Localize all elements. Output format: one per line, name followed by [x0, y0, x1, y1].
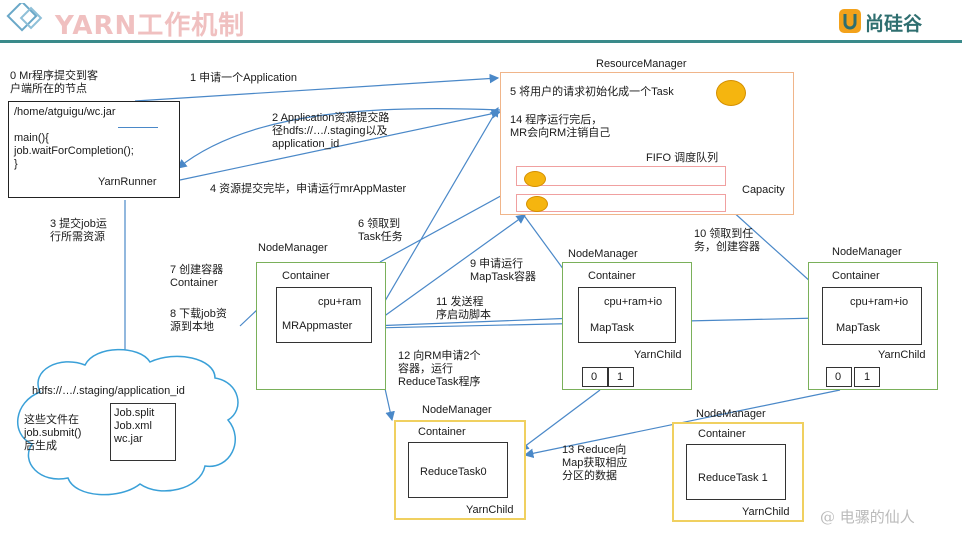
queue-row-2	[516, 194, 726, 212]
rm-task-text: 5 将用户的请求初始化成一个Task	[510, 86, 674, 98]
step-11: 11 发送程 序启动脚本	[436, 296, 491, 321]
brand-name: 尚硅谷	[865, 14, 923, 35]
nm3-partition-0-label: 0	[835, 371, 842, 383]
arrow-11a	[371, 313, 578, 327]
nm1-label: NodeManager	[258, 242, 328, 254]
step-13: 13 Reduce向 Map获取相应 分区的数据	[562, 444, 628, 482]
logo-icon	[6, 0, 50, 37]
jar-pointer	[118, 127, 158, 128]
hdfs-files-box	[110, 403, 176, 461]
step-6: 6 领取到 Task任务	[358, 218, 403, 243]
nm4-label: NodeManager	[422, 404, 492, 416]
arrow-13a	[519, 389, 601, 451]
queue-task-icon-1	[524, 171, 546, 187]
step-8: 8 下载job资 源到本地	[170, 308, 227, 333]
nm3-container	[822, 287, 922, 345]
reduce-task-0: ReduceTask0	[420, 466, 487, 478]
nm5-container	[686, 444, 786, 500]
arrow-14	[374, 106, 499, 319]
step-4: 4 资源提交完毕，申请运行mrAppMaster	[210, 183, 407, 195]
nm2-yarn-child: YarnChild	[634, 349, 682, 361]
client-node	[8, 101, 180, 198]
nm3-partition-1	[854, 367, 880, 387]
step-14: 14 程序运行完后， MR会向RM注销自己	[510, 114, 611, 139]
reduce-task-1: ReduceTask 1	[698, 472, 768, 484]
arrow-2	[177, 107, 501, 169]
arrow-10b	[719, 199, 823, 293]
nm2-container-label: Container	[588, 270, 636, 282]
nm2-partition-1-label: 1	[617, 371, 624, 383]
nm1-cpu-ram: cpu+ram	[318, 296, 362, 308]
nm2-label: NodeManager	[568, 248, 638, 260]
header-divider	[0, 40, 962, 43]
nm2-partition-0	[582, 367, 608, 387]
nm1-container-label: Container	[282, 270, 330, 282]
rm-label: ResourceManager	[596, 58, 687, 70]
task-token-icon	[716, 80, 746, 106]
nm2-partition-1	[608, 367, 634, 387]
nm4-container-label: Container	[418, 426, 466, 438]
hdfs-path: hdfs://…/.staging/application_id	[32, 385, 185, 397]
step-1: 1 申请一个Application	[190, 72, 297, 84]
nm3-map-task: MapTask	[836, 322, 881, 334]
nm1-container	[276, 287, 372, 343]
nm2-container	[578, 287, 676, 343]
hdfs-note: 这些文件在 job.submit() 后生成	[24, 414, 82, 452]
mr-app-master: MRAppmaster	[282, 320, 353, 332]
nm4-yarn-child: YarnChild	[466, 504, 514, 516]
capacity-label: Capacity	[742, 184, 785, 196]
watermark: @ 电骡的仙人	[820, 508, 915, 526]
step-9: 9 申请运行 MapTask容器	[470, 258, 537, 283]
client-code: /home/atguigu/wc.jar main(){ job.waitFor…	[14, 106, 134, 170]
yarn-runner-label: YarnRunner	[98, 176, 157, 188]
nm3-container-label: Container	[832, 270, 880, 282]
nm3-cpu-ram-io: cpu+ram+io	[850, 296, 909, 308]
nm5-yarn-child: YarnChild	[742, 506, 790, 518]
step-2: 2 Application资源提交路 径hdfs://…/.staging以及 …	[272, 112, 390, 150]
arrow-4	[179, 109, 502, 181]
nm3-partition-0	[826, 367, 852, 387]
client-note: 0 Mr程序提交到客 户端所在的节点	[10, 70, 98, 95]
step-12: 12 向RM申请2个 容器，运行 ReduceTask程序	[398, 350, 481, 388]
queue-row-1	[516, 166, 726, 186]
nm4-container	[408, 442, 508, 498]
nm3-label: NodeManager	[832, 246, 902, 258]
fifo-queue-label: FIFO 调度队列	[646, 152, 719, 164]
arrow-1	[134, 73, 500, 102]
nm5-label: NodeManager	[696, 408, 766, 420]
nm2-partition-0-label: 0	[591, 371, 598, 383]
nm2-map-task: MapTask	[590, 322, 635, 334]
step-3: 3 提交job运 行所需资源	[50, 218, 107, 243]
nm3-partition-1-label: 1	[864, 371, 871, 383]
hdfs-files: Job.split Job.xml wc.jar	[114, 407, 155, 445]
brand-logo-icon	[838, 8, 862, 34]
page-title: YARN工作机制	[55, 11, 246, 41]
nm2-cpu-ram-io: cpu+ram+io	[604, 296, 663, 308]
step-7: 7 创建容器 Container	[170, 264, 224, 289]
arrow-9	[371, 214, 526, 326]
nm3-yarn-child: YarnChild	[878, 349, 926, 361]
step-10: 10 领取到任 务，创建容器	[694, 228, 760, 253]
queue-task-icon-2	[526, 196, 548, 212]
nm5-container-label: Container	[698, 428, 746, 440]
